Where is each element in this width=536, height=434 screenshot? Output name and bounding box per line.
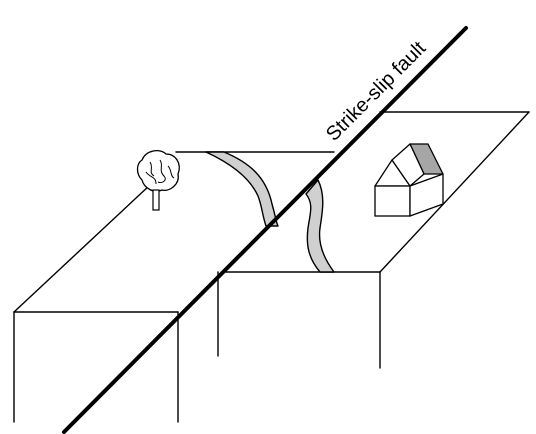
- tree-crown: [138, 151, 180, 192]
- tree-trunk: [153, 190, 159, 210]
- fault-label: Strike-slip fault: [322, 37, 431, 146]
- house-front-wall: [375, 186, 410, 216]
- stream-left-fill: [206, 152, 278, 226]
- house-icon: [375, 144, 443, 216]
- stream-right-segment: [306, 180, 334, 272]
- tree-icon: [138, 151, 180, 210]
- right-block: [218, 112, 529, 368]
- fault-line: [64, 28, 466, 432]
- stream-left-segment: [206, 152, 278, 226]
- stream-right-fill: [306, 180, 334, 272]
- left-block: [14, 152, 334, 422]
- left-block-top-back-edge: [14, 185, 150, 312]
